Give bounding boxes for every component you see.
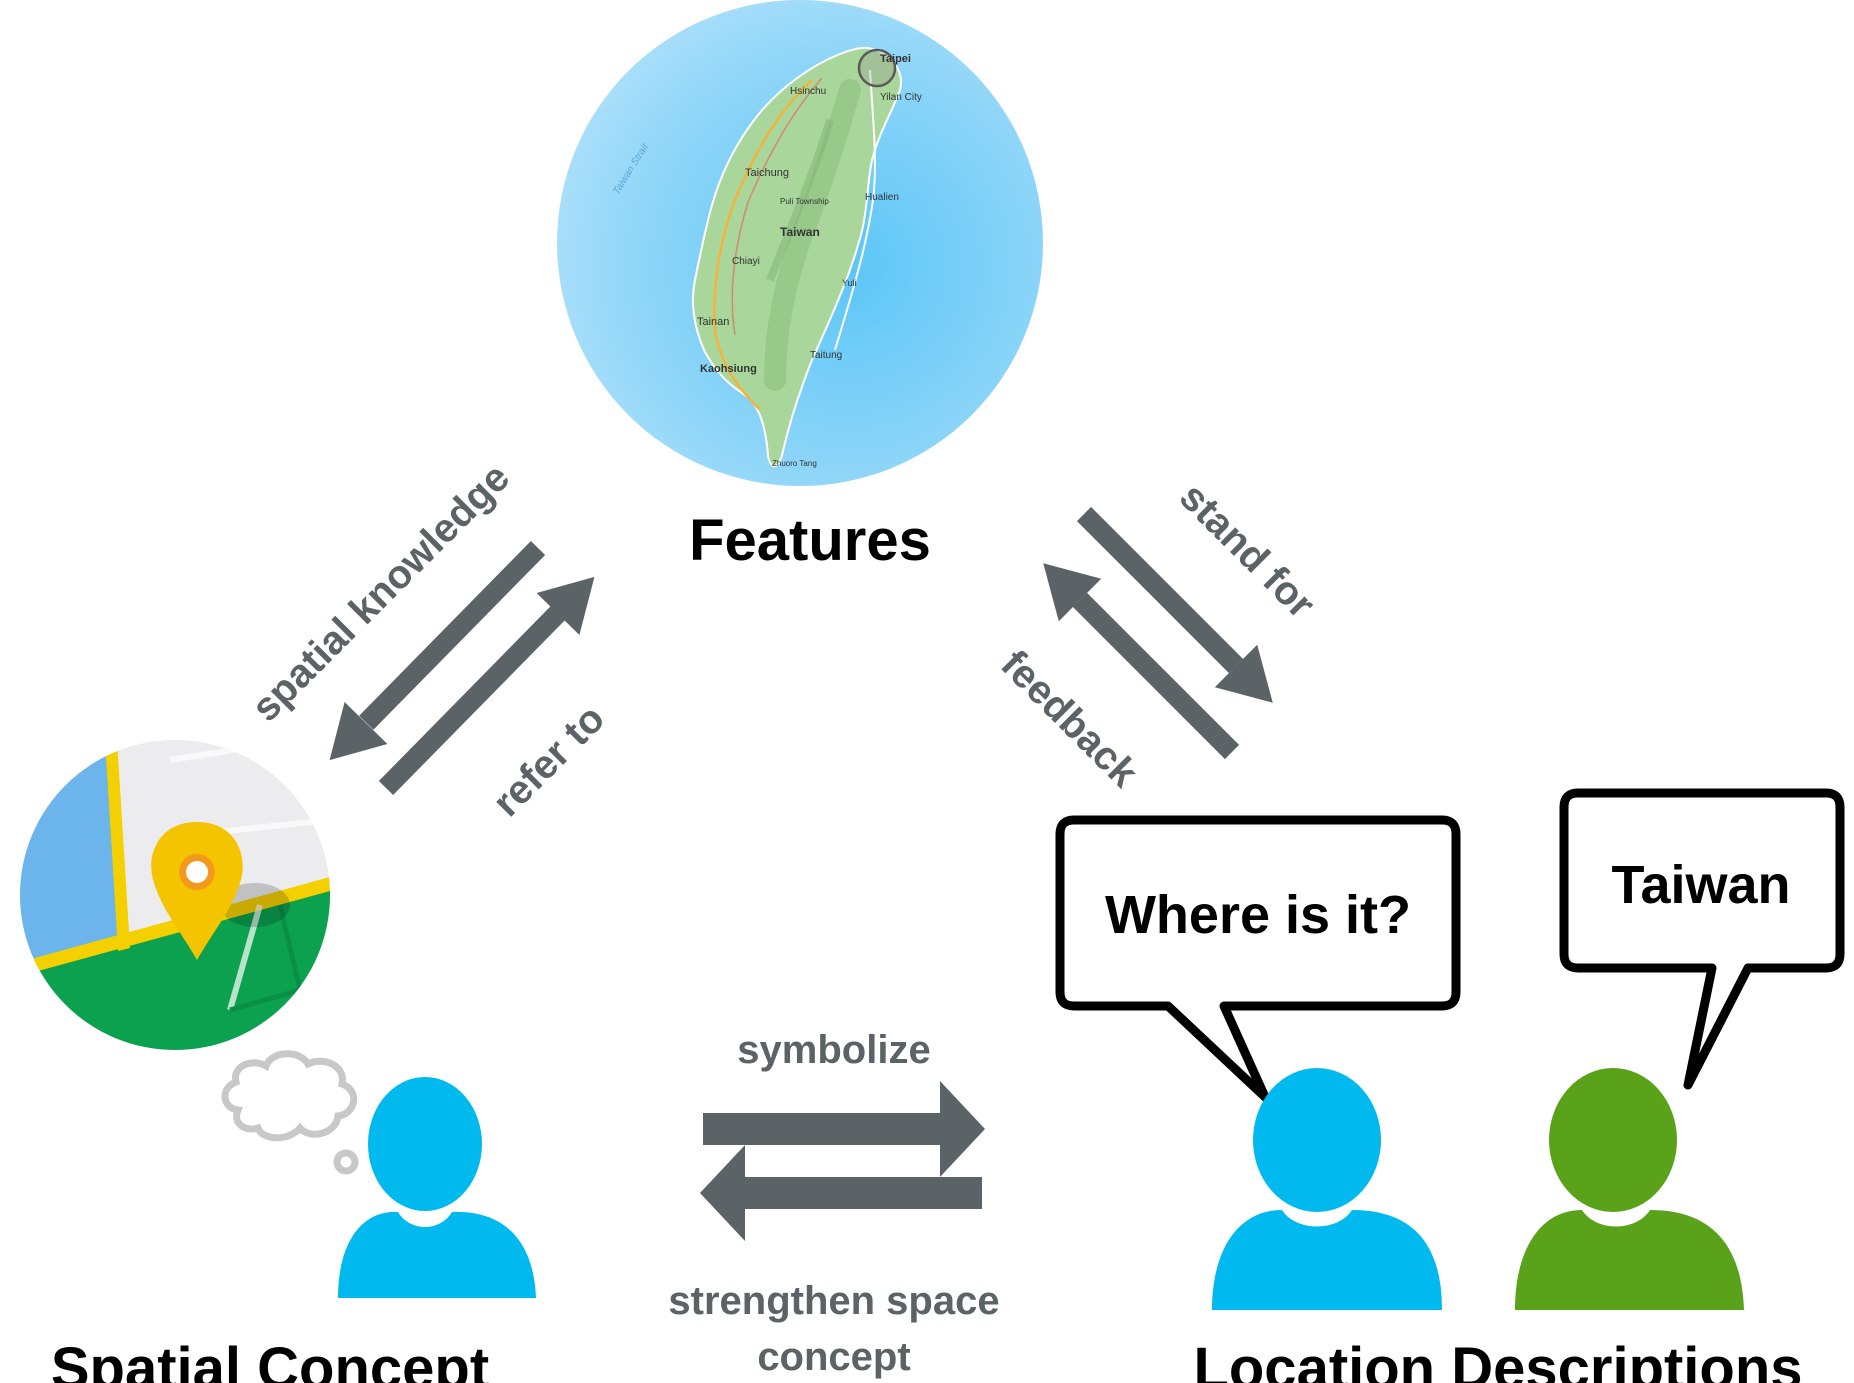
map-label-yilan: Yilan City [880,92,922,103]
map-label-kaohsiung: Kaohsiung [700,363,757,375]
map-label-puli: Puli Township [780,197,829,206]
stand-for-label: stand for [1171,475,1323,627]
map-label-taipei: Taipei [880,53,911,65]
map-label-taitung: Taitung [810,350,842,361]
feedback-arrow [1043,563,1240,760]
map-pin-icon [20,740,330,1050]
map-label-tainan: Tainan [697,316,729,328]
map-label-chiayi: Chiayi [732,256,760,267]
thought-cloud-icon [221,1050,359,1175]
features-title: Features [689,508,931,573]
refer-to-arrow [378,576,595,796]
speech-bubble-question: Where is it? [1055,815,1461,1102]
map-label-taiwan: Taiwan [780,225,820,239]
spatial-knowledge-arrow [329,540,546,761]
symbolize-arrow [703,1081,985,1177]
map-label-zhuoro: Zhuoro Tang [772,459,817,468]
person-icon-spatial-concept [338,1077,536,1298]
strengthen-label-line2: concept [757,1335,910,1379]
map-label-hsinchu: Hsinchu [790,86,826,97]
spatial-concept-title: Spatial Concept [51,1336,489,1383]
location-descriptions-title: Location Descriptions [1193,1336,1802,1383]
person-icon-asker [1212,1068,1442,1310]
strengthen-arrow [700,1145,982,1241]
map-label-yuli: Yuli [842,278,857,288]
strengthen-label-line1: strengthen space [668,1279,999,1323]
map-label-taichung: Taichung [745,167,789,179]
refer-to-label: refer to [485,697,614,826]
stand-for-arrow [1076,506,1273,703]
person-icon-answerer [1515,1068,1744,1310]
speech-bubble-answer: Taiwan [1559,788,1845,1090]
feedback-label: feedback [992,642,1146,796]
symbolize-label: symbolize [737,1028,930,1072]
map-label-hualien: Hualien [865,192,899,203]
taiwan-map-globe-icon: Taipei Hsinchu Yilan City Taichung Puli … [557,0,1043,486]
bubble-answer-text: Taiwan [1611,855,1790,915]
bubble-question-text: Where is it? [1105,885,1411,945]
